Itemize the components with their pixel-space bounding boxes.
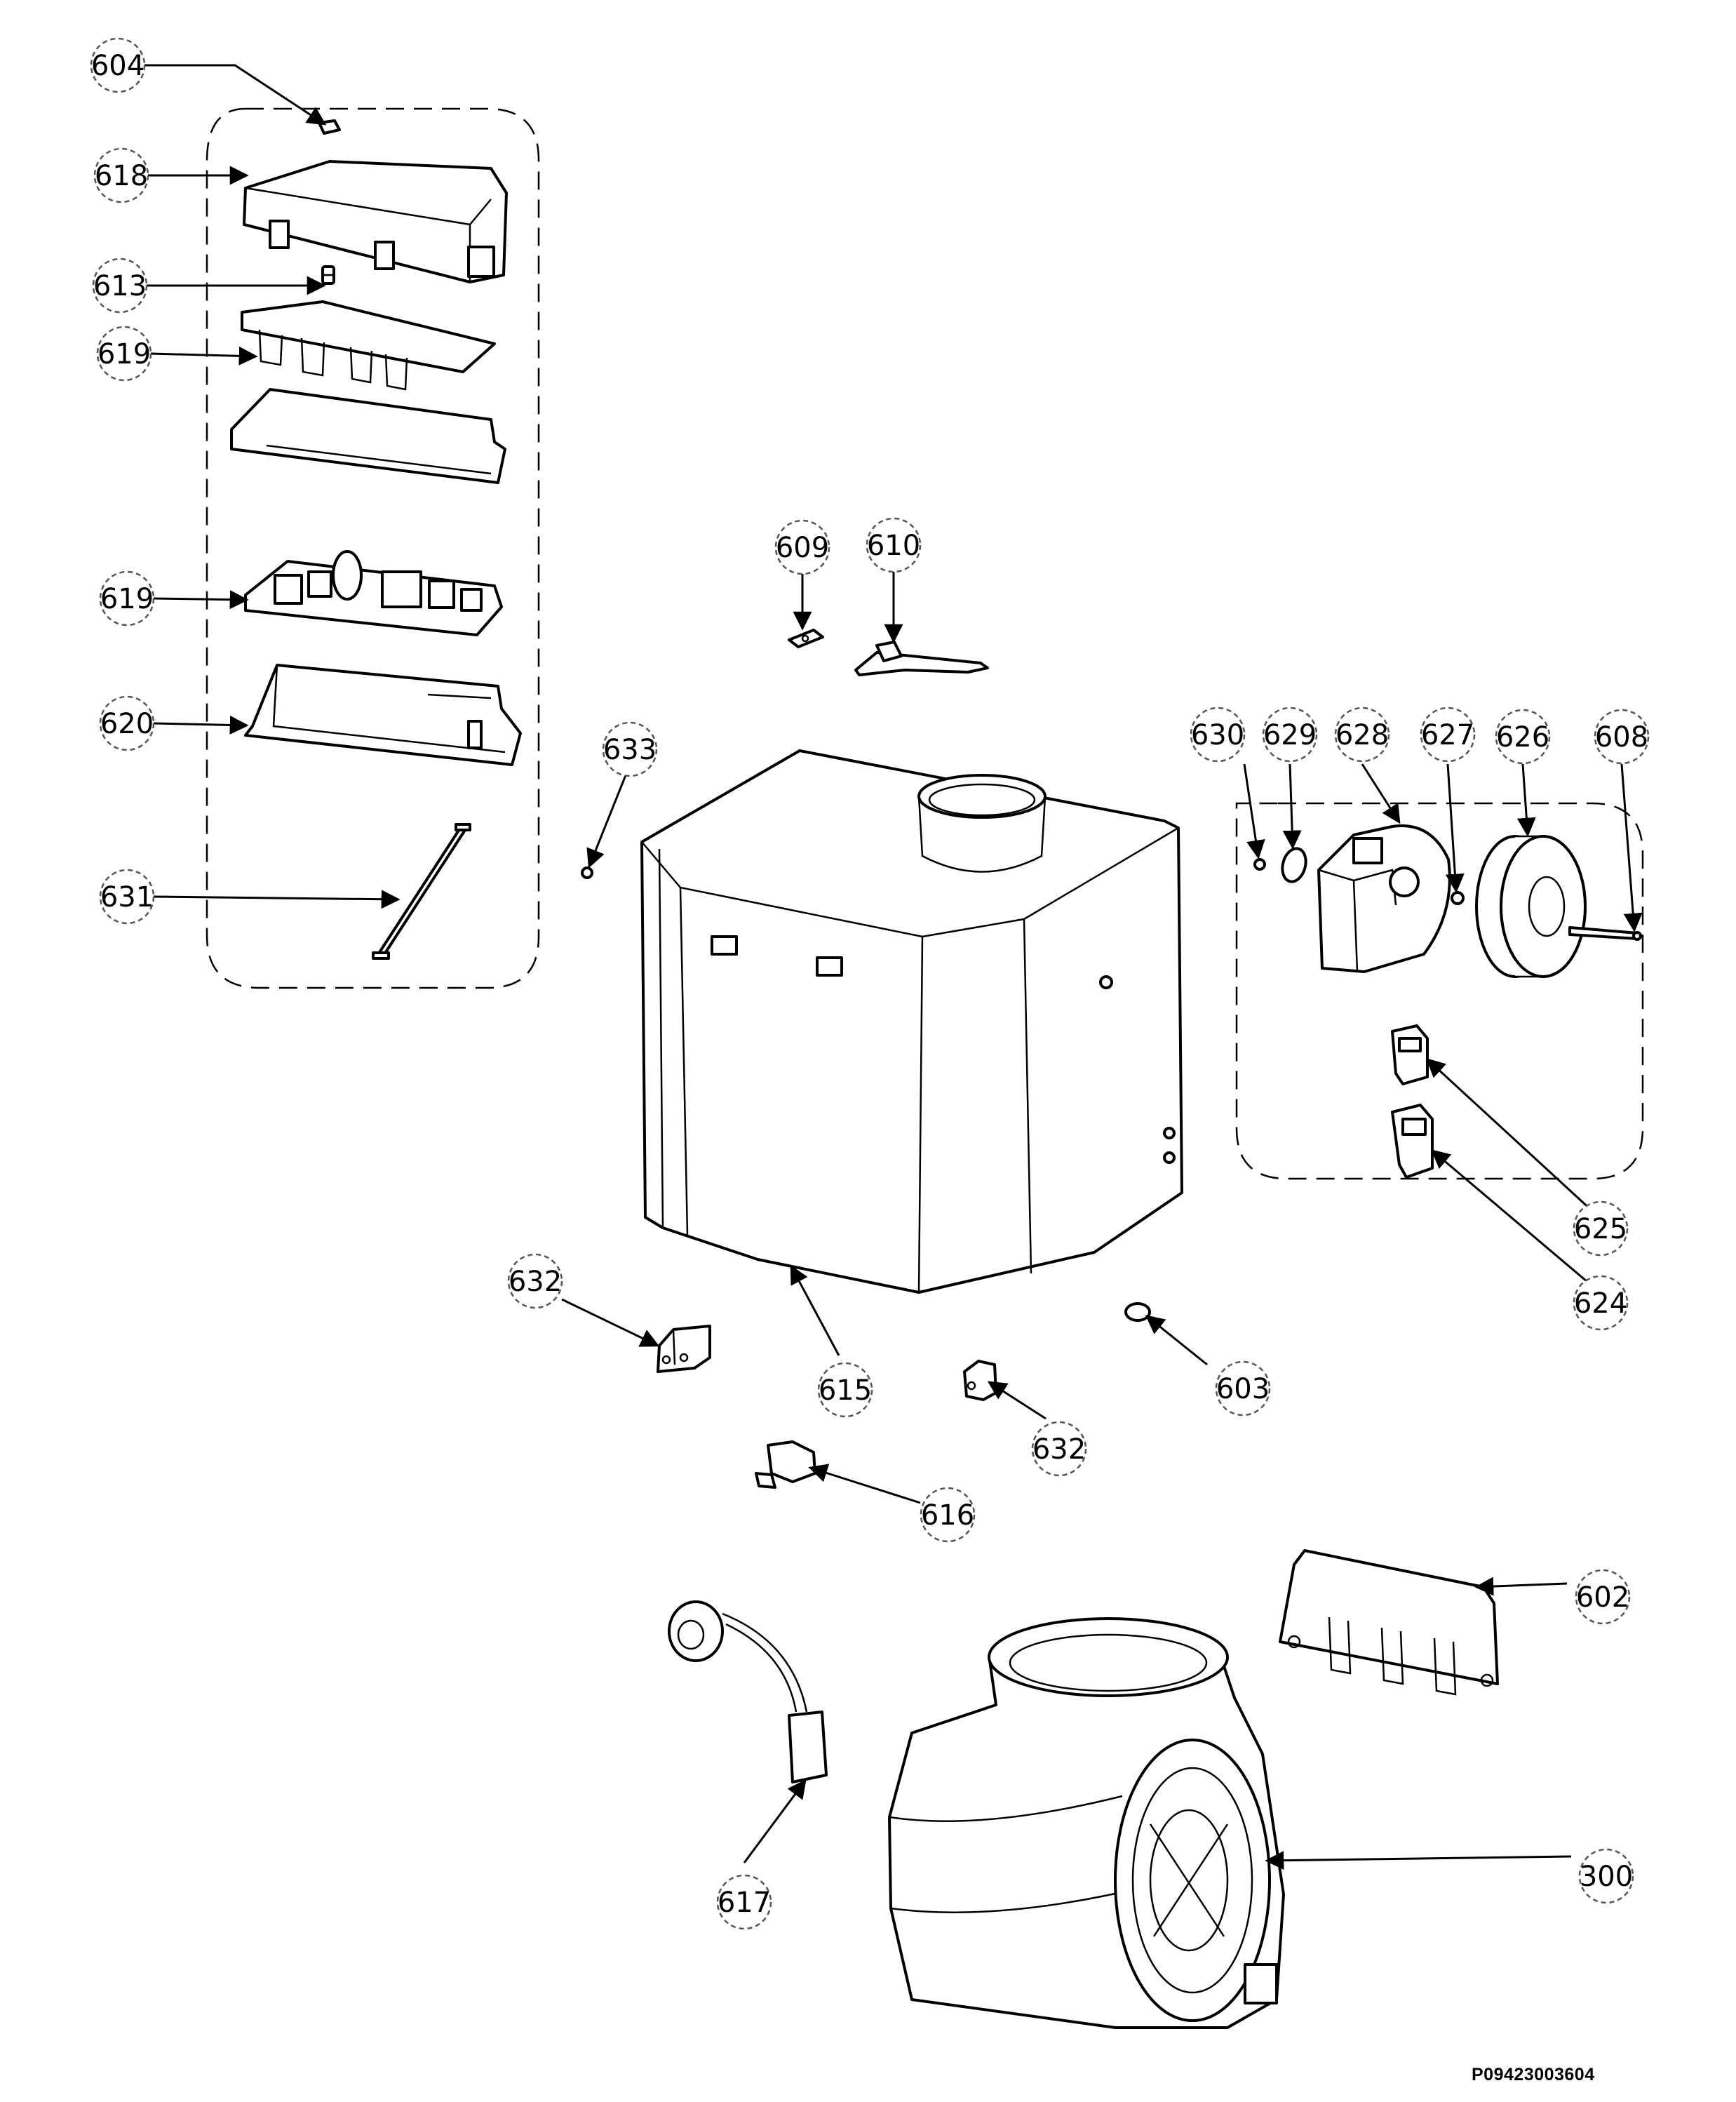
callout-label: 624 — [1574, 1287, 1627, 1320]
callout-603[interactable]: 603 — [1215, 1360, 1271, 1417]
callout-label: 608 — [1595, 721, 1648, 754]
callout-label: 618 — [95, 160, 148, 192]
callout-633[interactable]: 633 — [602, 721, 658, 777]
callout-629[interactable]: 629 — [1262, 707, 1318, 763]
callout-label: 628 — [1335, 719, 1389, 751]
callout-label: 619 — [100, 583, 154, 615]
leader-lines — [144, 64, 1643, 1870]
callout-label: 616 — [921, 1499, 974, 1532]
callout-627[interactable]: 627 — [1420, 707, 1476, 763]
part-608-shaft — [1568, 926, 1642, 941]
part-632-clip-left — [657, 1325, 711, 1373]
callout-label: 613 — [93, 270, 147, 302]
callout-616[interactable]: 616 — [920, 1487, 976, 1543]
callout-620[interactable]: 620 — [99, 695, 155, 751]
callout-label: 615 — [819, 1374, 872, 1407]
part-610-bracket — [854, 641, 989, 676]
callout-619-upper[interactable]: 619 — [96, 326, 152, 382]
callout-label: 300 — [1580, 1861, 1633, 1893]
part-631-ribbon-cable — [372, 823, 471, 960]
callout-602[interactable]: 602 — [1575, 1569, 1631, 1625]
electronics-group-outline — [206, 107, 540, 989]
callout-label: 633 — [603, 734, 657, 766]
callout-617[interactable]: 617 — [716, 1874, 772, 1930]
part-603-grommet — [1124, 1302, 1151, 1322]
part-624-connector — [1391, 1104, 1434, 1179]
part-619-main-pcb — [244, 550, 503, 636]
callout-label: 610 — [867, 530, 920, 562]
callout-label: 620 — [100, 708, 154, 740]
callout-632-left[interactable]: 632 — [507, 1253, 563, 1309]
part-617-capacitor — [668, 1600, 828, 1783]
motor-group-outline — [1235, 802, 1644, 1180]
callout-300[interactable]: 300 — [1578, 1848, 1634, 1904]
part-627-nut — [1451, 891, 1465, 905]
callout-label: 604 — [91, 50, 144, 82]
part-618-control-box — [243, 160, 508, 283]
part-616-switch — [755, 1440, 816, 1489]
callout-label: 626 — [1496, 721, 1549, 754]
callout-610[interactable]: 610 — [866, 517, 922, 573]
callout-615[interactable]: 615 — [817, 1362, 873, 1418]
callout-625[interactable]: 625 — [1573, 1200, 1629, 1257]
callout-label: 619 — [97, 338, 151, 370]
part-615-housing — [640, 749, 1183, 1294]
part-632-clip-right — [963, 1360, 997, 1401]
callout-label: 602 — [1576, 1581, 1629, 1614]
callout-label: 617 — [718, 1887, 771, 1919]
callout-613[interactable]: 613 — [92, 257, 148, 314]
drawing-reference-number: P09423003604 — [1472, 2065, 1595, 2084]
part-625-connector — [1391, 1024, 1429, 1085]
part-602-mounting-bracket — [1279, 1549, 1499, 1696]
callout-608[interactable]: 608 — [1594, 709, 1650, 765]
callout-628[interactable]: 628 — [1334, 707, 1390, 763]
part-613-spacer — [321, 265, 335, 285]
callout-630[interactable]: 630 — [1190, 707, 1246, 763]
part-633-screw — [581, 866, 593, 879]
callout-631[interactable]: 631 — [99, 869, 155, 925]
callout-632-right[interactable]: 632 — [1031, 1421, 1087, 1477]
callout-label: 625 — [1574, 1213, 1627, 1245]
part-626-fan-wheel — [1475, 835, 1587, 978]
callout-label: 630 — [1191, 719, 1244, 751]
part-609-plate — [788, 629, 824, 648]
callout-label: 632 — [509, 1266, 562, 1298]
part-630-screw — [1253, 858, 1266, 871]
callout-619-lower[interactable]: 619 — [99, 570, 155, 627]
callout-609[interactable]: 609 — [774, 519, 830, 575]
callout-label: 627 — [1421, 719, 1474, 751]
callout-label: 632 — [1032, 1433, 1086, 1466]
callout-604[interactable]: 604 — [90, 37, 146, 93]
callout-626[interactable]: 626 — [1495, 709, 1551, 765]
callout-label: 631 — [100, 881, 154, 913]
part-629-washer — [1281, 847, 1307, 883]
callout-label: 603 — [1216, 1373, 1270, 1405]
callout-label: 609 — [776, 532, 829, 564]
callout-618[interactable]: 618 — [93, 147, 149, 203]
part-300-blower-unit — [888, 1617, 1285, 2029]
callout-624[interactable]: 624 — [1573, 1275, 1629, 1331]
callout-label: 629 — [1263, 719, 1317, 751]
part-619-insulation-sheet — [230, 388, 506, 484]
part-620-pcb-tray — [244, 664, 522, 766]
part-628-motor — [1317, 824, 1451, 973]
part-619-board-upper — [241, 300, 496, 391]
